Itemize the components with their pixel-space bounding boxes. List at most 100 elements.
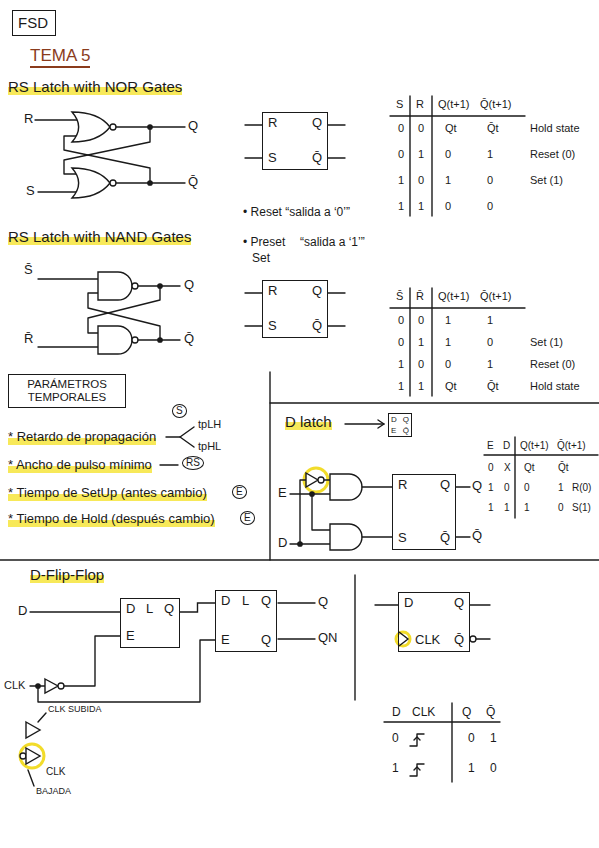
junction-dot — [158, 338, 162, 342]
note-text: 1 — [487, 314, 493, 327]
note-text: 0 — [488, 462, 494, 474]
table-line — [409, 96, 410, 216]
note-text: 1 — [490, 732, 497, 746]
wire — [300, 480, 306, 544]
note-text: D — [503, 440, 510, 452]
note-text: 0 — [487, 200, 493, 213]
junction-dot — [148, 181, 152, 185]
note-text: Q̄t — [558, 462, 569, 474]
section-box: PARÁMETROS TEMPORALES — [8, 374, 126, 408]
arrow-line — [378, 420, 384, 428]
note-text: Hold state — [530, 122, 580, 135]
wire — [362, 486, 392, 487]
note-text: Q — [472, 479, 482, 494]
note-text: 0 — [392, 732, 399, 746]
note-text: S — [396, 98, 403, 111]
pin-name: Q̄ — [403, 426, 409, 435]
wire — [38, 640, 215, 702]
junction-dot — [310, 492, 314, 496]
note-text: 1 — [398, 358, 404, 371]
note-text: X — [504, 462, 511, 474]
note-text: Q — [462, 706, 471, 720]
wire — [245, 325, 262, 326]
note-text: * Tiempo de Hold (después cambio) — [8, 512, 215, 527]
note-text: S — [172, 404, 187, 418]
note-text: S̄ — [24, 263, 33, 278]
inverter-triangle — [306, 473, 318, 487]
pin-name: Q̄ — [312, 319, 322, 334]
note-text: E — [240, 511, 255, 525]
wire — [470, 604, 490, 605]
note-text: Q̄ — [188, 175, 198, 190]
highlight-ring — [20, 744, 44, 768]
wire — [290, 543, 330, 544]
rs-latch-box: RQSQ̄ — [392, 474, 456, 550]
pin-name: E — [391, 426, 397, 435]
note-text: Q̄(t+1) — [480, 98, 511, 111]
note-text: Hold state — [530, 380, 580, 393]
rising-edge — [414, 737, 420, 740]
note-text: 0 — [524, 482, 530, 494]
rising-edge — [414, 767, 420, 770]
note-text: 0 — [490, 762, 497, 776]
note-text: D — [392, 706, 401, 720]
note-text: D — [278, 536, 287, 551]
note-text: R(0) — [572, 482, 591, 494]
pin-name: D — [404, 596, 440, 611]
note-text: D — [18, 604, 27, 619]
note-text: 0 — [487, 336, 493, 349]
note-text: S — [26, 184, 35, 199]
wire — [38, 346, 98, 347]
note-text: Reset (0) — [530, 148, 575, 161]
note-text: Q(t+1) — [520, 440, 549, 452]
inverter-bubble — [470, 636, 476, 642]
inverter-bubble — [58, 683, 64, 689]
note-text: * Tiempo de SetUp (antes cambio) — [8, 486, 207, 501]
pin-name: Q — [312, 116, 322, 131]
wire — [328, 292, 345, 293]
junction-dot — [36, 684, 40, 688]
junction-dot — [298, 542, 302, 546]
note-text: RS Latch with NOR Gates — [8, 78, 182, 95]
wire — [35, 119, 78, 120]
note-text: tpHL — [198, 440, 221, 453]
note-text: 1 — [398, 200, 404, 213]
pin-name: L — [242, 594, 249, 609]
pin-name: Q̄ — [454, 633, 464, 648]
flip-flop-symbol: DQCLKQ̄ — [398, 592, 470, 652]
note-text: 1 — [418, 200, 424, 213]
note-text: 1 — [468, 762, 475, 776]
note-text: 0 — [398, 336, 404, 349]
title-box: FSD — [12, 10, 56, 36]
pin-name: Q — [312, 284, 322, 299]
note-text: Q — [318, 595, 328, 610]
leader-line — [28, 770, 34, 786]
section-divider — [269, 372, 270, 560]
note-text: 0 — [487, 174, 493, 187]
note-text: E — [232, 485, 247, 499]
table-line — [514, 437, 515, 518]
inverter-bubble — [110, 124, 116, 130]
pin-name: E — [221, 633, 230, 648]
wire — [245, 157, 262, 158]
pin-name: R — [268, 116, 277, 131]
table-line — [431, 96, 432, 216]
note-text: Qt — [445, 380, 457, 393]
note-text: TEMA 5 — [30, 46, 90, 68]
note-text: * Retardo de propagación — [8, 430, 156, 445]
note-text: Q(t+1) — [438, 98, 469, 111]
note-text: CLK SUBIDA — [48, 704, 102, 714]
pin-name: E — [126, 629, 135, 644]
note-text: 1 — [487, 358, 493, 371]
note-text: 1 — [445, 314, 451, 327]
rising-edge — [410, 734, 424, 746]
wire — [312, 494, 330, 530]
wire — [278, 602, 315, 603]
note-text: Q̄t — [487, 380, 499, 393]
clock-triangle — [399, 632, 408, 646]
bracket — [180, 437, 194, 447]
note-text: 0 — [558, 502, 564, 514]
note-text: 0 — [445, 358, 451, 371]
pin-name: S — [268, 151, 277, 166]
